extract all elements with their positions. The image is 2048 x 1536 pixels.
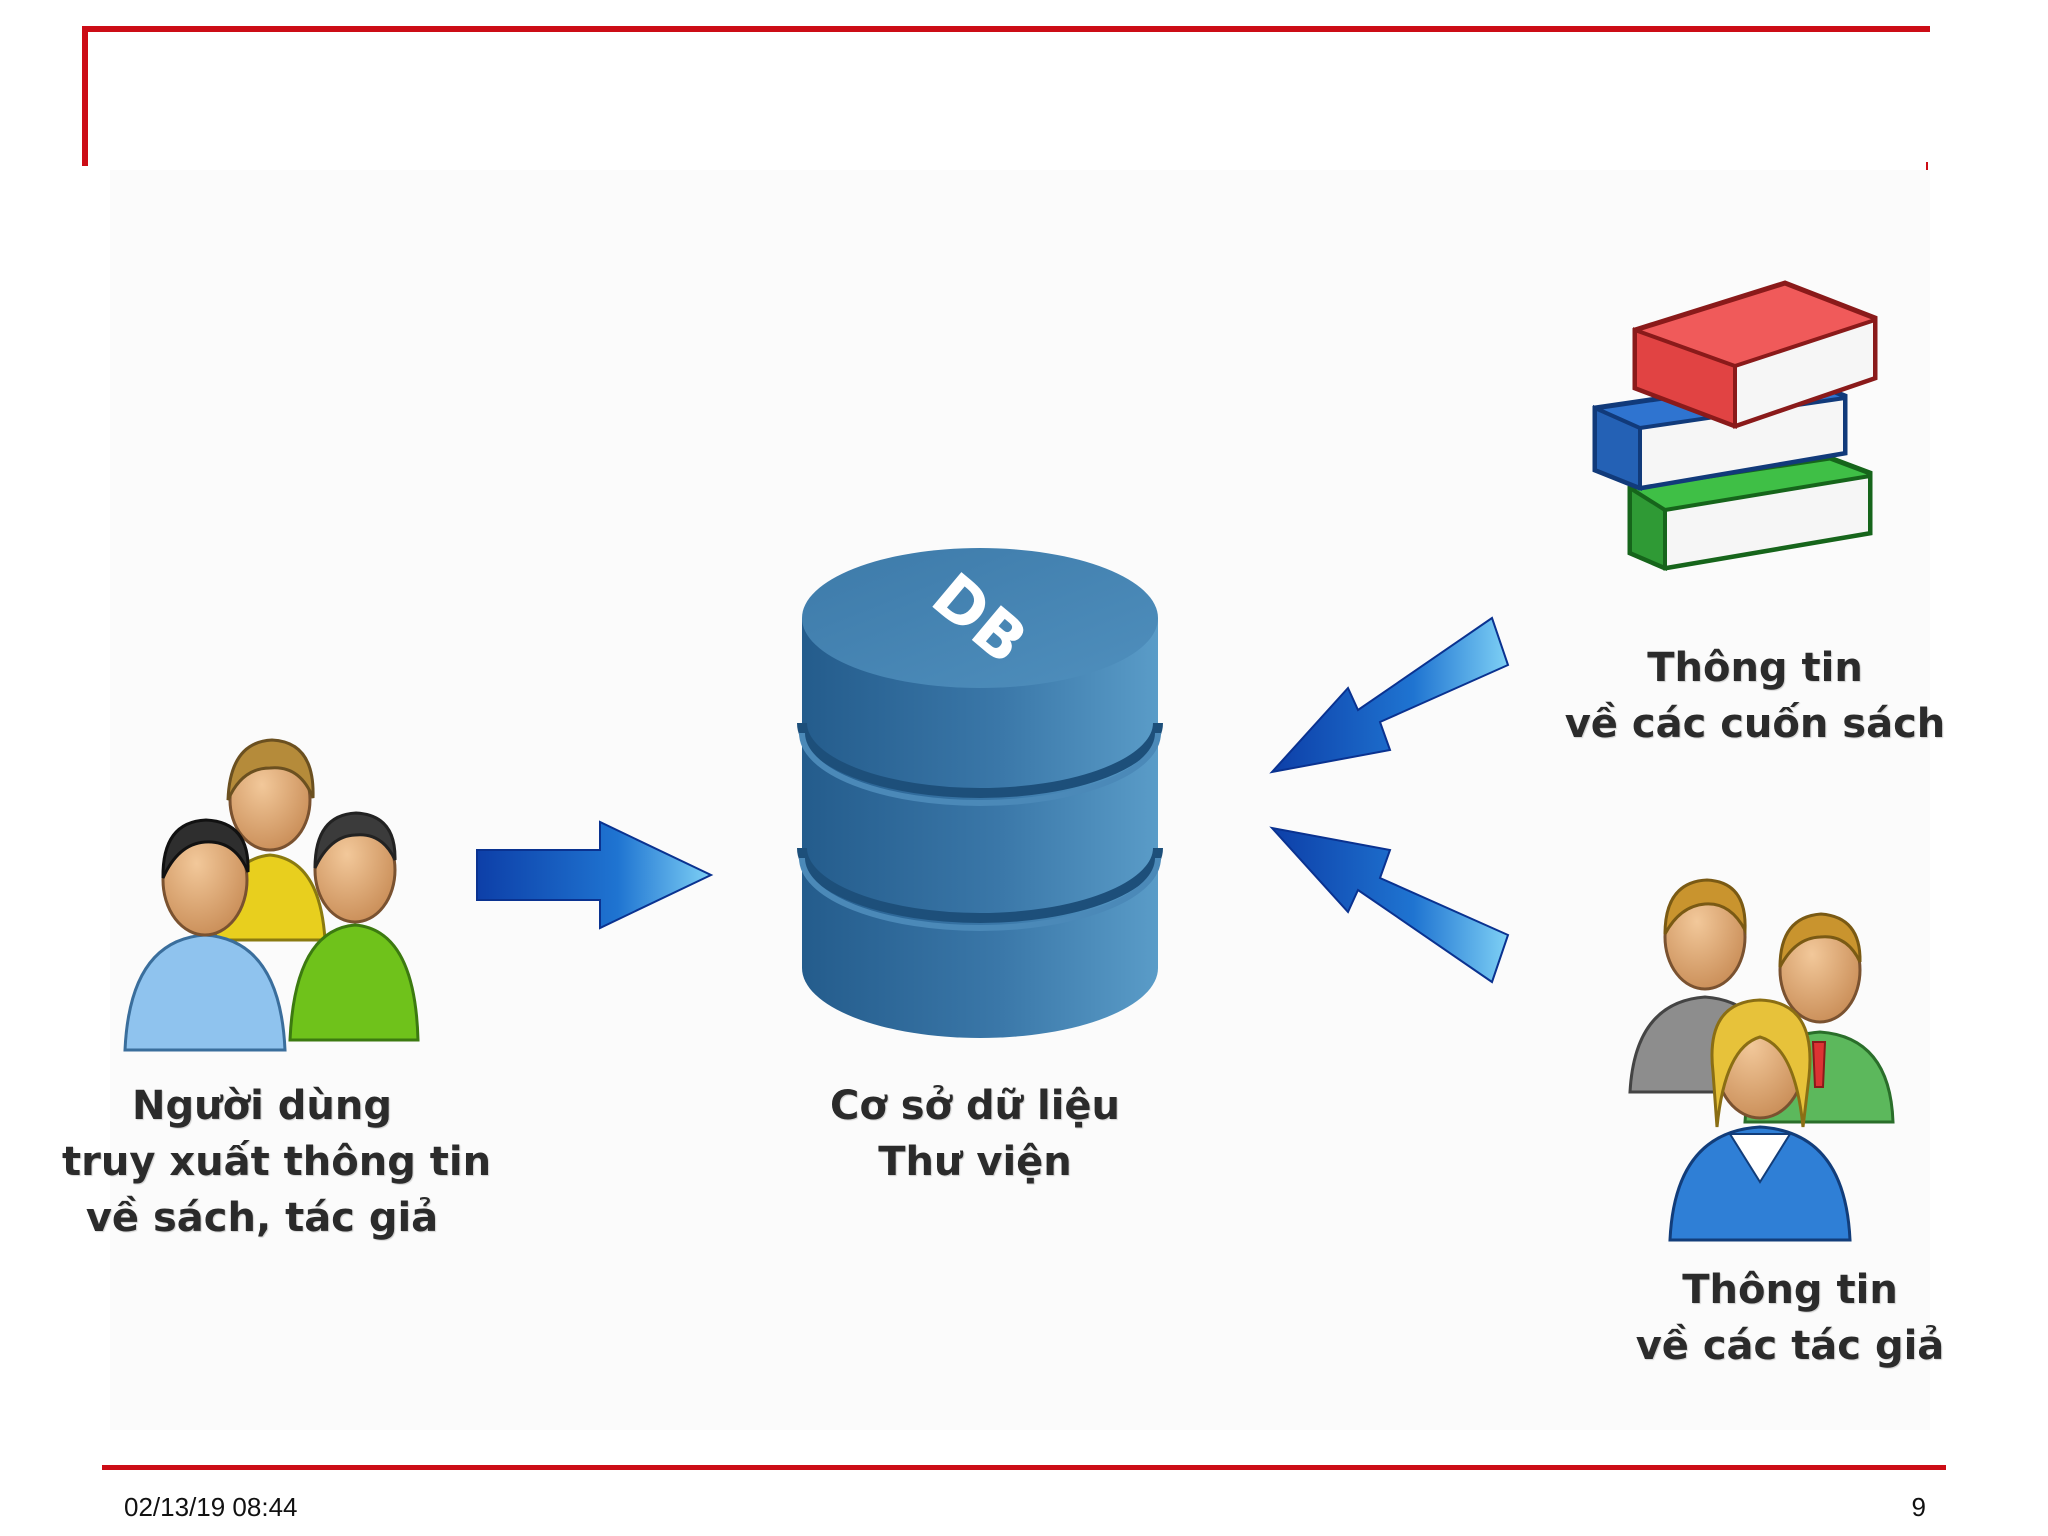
users-label-line3: về sách, tác giả <box>85 1195 439 1241</box>
authors-label: Thông tin về các tác giả <box>1590 1262 1990 1374</box>
arrow-right-icon <box>476 820 714 930</box>
books-label-line1: Thông tin <box>1647 645 1863 691</box>
slide-frame-top <box>82 26 1930 32</box>
footer-date: 02/13/19 08:44 <box>124 1492 298 1522</box>
slide-frame-left <box>82 26 88 166</box>
database-label-line2: Thư viện <box>878 1139 1072 1185</box>
database-label: Cơ sở dữ liệu Thư viện <box>775 1078 1175 1190</box>
user-group-icon <box>123 738 420 1052</box>
arrow-from-books-icon <box>1269 616 1510 774</box>
slide-frame-right-tick <box>1926 162 1928 170</box>
books-label: Thông tin về các cuốn sách <box>1555 640 1955 752</box>
database-icon: DB <box>797 548 1163 1038</box>
users-label-line1: Người dùng <box>132 1083 392 1129</box>
users-label-line2: truy xuất thông tin <box>62 1139 492 1185</box>
authors-label-line1: Thông tin <box>1682 1267 1898 1313</box>
footer-page-number: 9 <box>1911 1492 1926 1522</box>
authors-label-line2: về các tác giả <box>1635 1323 1945 1369</box>
books-label-line2: về các cuốn sách <box>1564 701 1946 747</box>
people-group-icon <box>1628 878 1895 1242</box>
slide-footer-rule <box>102 1465 1946 1470</box>
database-label-line1: Cơ sở dữ liệu <box>829 1083 1121 1129</box>
books-stack-icon <box>1592 280 1878 572</box>
users-label: Người dùng truy xuất thông tin về sách, … <box>62 1078 492 1246</box>
arrow-from-authors-icon <box>1269 826 1510 984</box>
